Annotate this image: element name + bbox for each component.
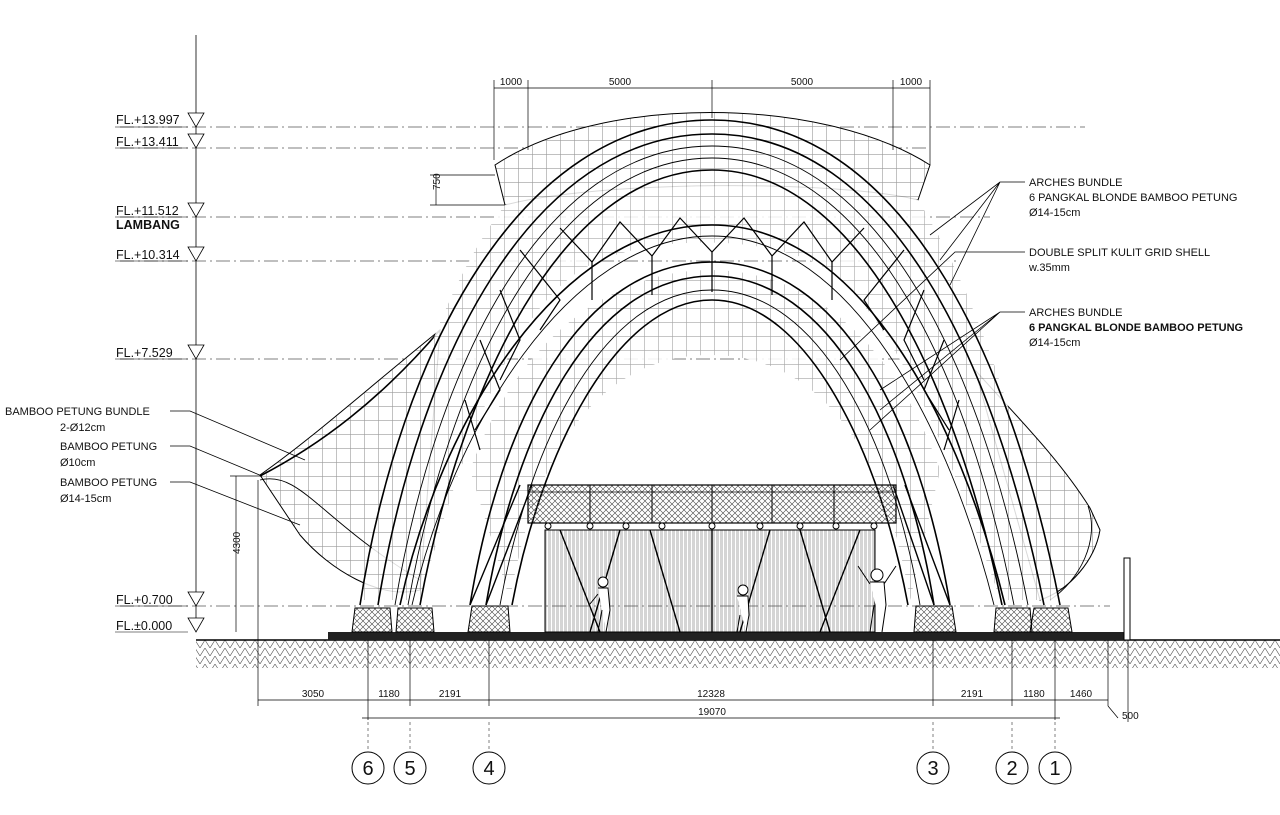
svg-text:ARCHES BUNDLE: ARCHES BUNDLE: [1029, 307, 1123, 319]
level-label: FL.+13.997: [116, 113, 180, 127]
svg-text:Ø14-15cm: Ø14-15cm: [1029, 337, 1080, 349]
dim-overall: 19070: [698, 707, 726, 718]
figure-right: [857, 565, 897, 633]
grid-bubble-1: 1: [1038, 751, 1072, 785]
grid-bubble-3: 3: [916, 751, 950, 785]
dim-bottom-7: 1460: [1070, 689, 1093, 700]
grid-bubble-2: 2: [995, 751, 1029, 785]
grid-bubble-5: 5: [393, 751, 427, 785]
inner-arch-bundle: [469, 261, 951, 606]
level-marker-0000: FL.±0.000: [115, 617, 205, 633]
svg-text:ARCHES BUNDLE: ARCHES BUNDLE: [1029, 177, 1123, 189]
svg-text:6 PANGKAL BLONDE BAMBOO PETUNG: 6 PANGKAL BLONDE BAMBOO PETUNG: [1029, 192, 1237, 204]
dim-top-1: 1000: [500, 77, 523, 88]
dim-bottom-3: 2191: [439, 689, 462, 700]
svg-text:BAMBOO PETUNG: BAMBOO PETUNG: [60, 441, 157, 453]
grid-bubbles: 6 5 4 3 2 1: [351, 751, 1072, 785]
second-arch-bundle: [399, 224, 1006, 606]
truss-web: [464, 217, 960, 451]
leaning-columns: [469, 484, 951, 606]
svg-text:1: 1: [1049, 758, 1060, 780]
annotation-arches-top: ARCHES BUNDLE 6 PANGKAL BLONDE BAMBOO PE…: [929, 177, 1237, 286]
annotation-bundle: BAMBOO PETUNG BUNDLE 2-Ø12cm: [5, 406, 306, 461]
dim-750: 750: [430, 173, 505, 206]
svg-text:6 PANGKAL BLONDE BAMBOO PETUNG: 6 PANGKAL BLONDE BAMBOO PETUNG: [1029, 322, 1243, 334]
central-pavilion: [527, 484, 897, 633]
svg-text:4300: 4300: [232, 531, 243, 554]
annotation-petung14: BAMBOO PETUNG Ø14-15cm: [60, 477, 301, 526]
dim-top-4: 1000: [900, 77, 923, 88]
top-dimensions: 1000 5000 5000 1000: [493, 77, 931, 165]
dim-4300: 4300: [230, 475, 262, 632]
grid-drops: [367, 722, 1056, 752]
outer-grid-shell-body: [360, 163, 1060, 601]
svg-text:DOUBLE SPLIT KULIT GRID SHELL: DOUBLE SPLIT KULIT GRID SHELL: [1029, 247, 1210, 259]
level-marker-0700: FL.+0.700: [115, 591, 205, 607]
annotation-grid-shell: DOUBLE SPLIT KULIT GRID SHELL w.35mm: [839, 247, 1210, 361]
ground: [196, 557, 1280, 668]
level-marker-13997: FL.+13.997: [115, 112, 205, 128]
grid-bubble-4: 4: [472, 751, 506, 785]
level-marker-10314: FL.+10.314: [115, 246, 205, 262]
dim-bottom-4: 12328: [697, 689, 725, 700]
figure-mid: [736, 584, 750, 633]
right-edge-beam: [1049, 505, 1092, 601]
level-marker-13411: FL.+13.411: [115, 133, 205, 149]
figure-left: [589, 576, 611, 633]
dim-bottom-1: 3050: [302, 689, 325, 700]
outer-arch-bundle: [359, 119, 1061, 606]
level-label: FL.+7.529: [116, 346, 173, 360]
annotation-petung10: BAMBOO PETUNG Ø10cm: [60, 441, 263, 477]
svg-text:5: 5: [404, 758, 415, 780]
svg-text:BAMBOO PETUNG: BAMBOO PETUNG: [60, 477, 157, 489]
svg-text:BAMBOO PETUNG BUNDLE: BAMBOO PETUNG BUNDLE: [5, 406, 150, 418]
level-label: FL.+11.512: [116, 204, 179, 218]
level-label: FL.+10.314: [116, 248, 180, 262]
level-markers: FL.+13.997 FL.+13.411 FL.+11.512LAMBANG …: [115, 112, 205, 633]
dim-bottom-2: 1180: [378, 689, 400, 700]
dim-top-3: 5000: [791, 77, 814, 88]
svg-text:Ø14-15cm: Ø14-15cm: [60, 493, 111, 505]
annotation-arches-mid: ARCHES BUNDLE 6 PANGKAL BLONDE BAMBOO PE…: [869, 307, 1243, 431]
foundations: [351, 605, 1073, 633]
svg-text:6: 6: [362, 758, 373, 780]
petung-bundle-beam: [259, 329, 441, 477]
bottom-dimensions: 3050 1180 2191 12328 2191 1180 1460 1907…: [257, 480, 1139, 722]
level-sublabel: LAMBANG: [116, 218, 180, 232]
human-figures: [589, 565, 897, 633]
svg-text:Ø14-15cm: Ø14-15cm: [1029, 207, 1080, 219]
svg-text:Ø10cm: Ø10cm: [60, 457, 95, 469]
level-label: FL.+0.700: [116, 593, 173, 607]
svg-text:750: 750: [432, 173, 443, 190]
svg-text:3: 3: [927, 758, 938, 780]
level-marker-7529: FL.+7.529: [115, 344, 205, 360]
svg-text:4: 4: [483, 758, 494, 780]
svg-text:2-Ø12cm: 2-Ø12cm: [60, 422, 105, 434]
dim-top-2: 5000: [609, 77, 632, 88]
grid-bubble-6: 6: [351, 751, 385, 785]
inner-grid-shell: [470, 270, 940, 600]
dim-bottom-6: 1180: [1023, 689, 1045, 700]
dim-bottom-5: 2191: [961, 689, 984, 700]
svg-text:w.35mm: w.35mm: [1028, 262, 1070, 274]
level-label: FL.+13.411: [116, 135, 179, 149]
svg-text:2: 2: [1006, 758, 1017, 780]
dim-edge: 500: [1122, 711, 1139, 722]
level-label: FL.±0.000: [116, 619, 172, 633]
